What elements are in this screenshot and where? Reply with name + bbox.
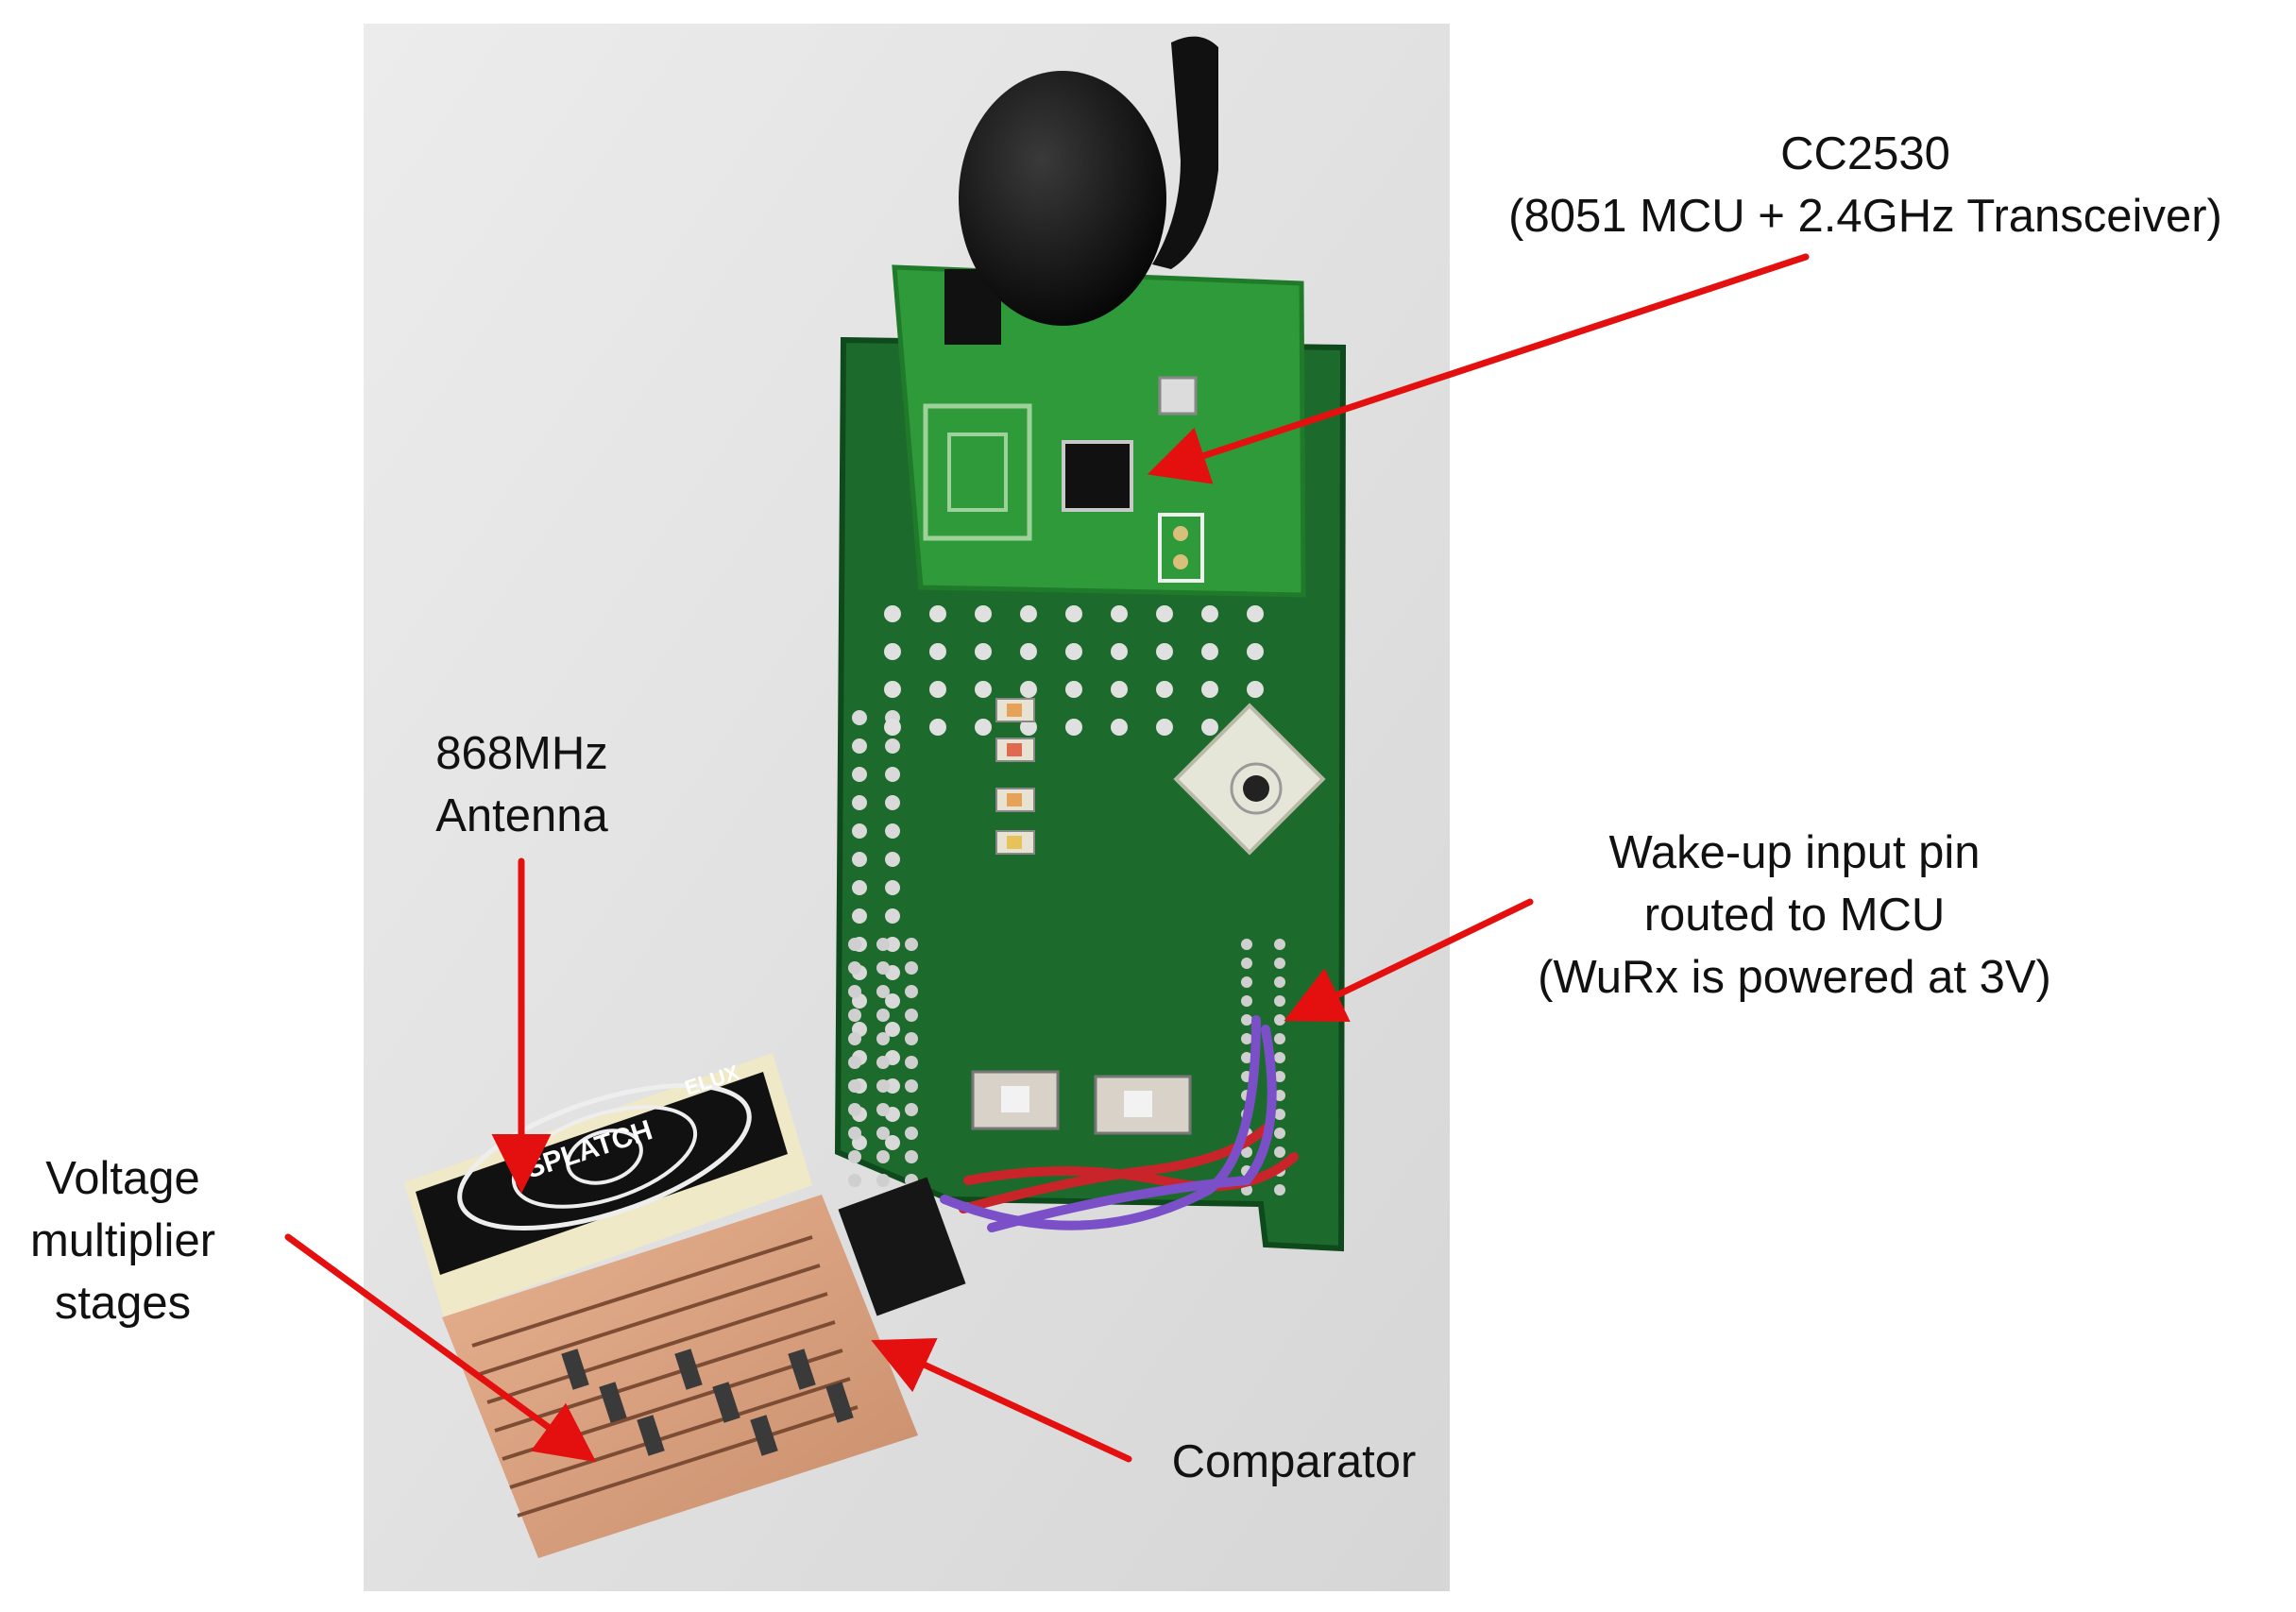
annotation-arrows [284,253,1810,1463]
cc2530-module [892,264,1306,598]
label-comparator-line1: Comparator [1171,1436,1417,1487]
slide-switches [971,1070,1192,1135]
label-wakeup-line3: (WuRx is powered at 3V) [1538,952,2051,1003]
label-voltage-line2: multiplier [29,1215,216,1266]
label-voltage-line3: stages [54,1278,192,1329]
label-voltage-line1: Voltage [45,1153,200,1204]
label-antenna: 868MHz Antenna [378,722,666,847]
led-column [995,698,1035,855]
label-cc2530: CC2530 (8051 MCU + 2.4GHz Transceiver) [1469,123,2262,247]
arrow-cc2530 [1147,253,1810,484]
antenna-pcb: SPLATCH ELUX [404,1053,812,1317]
wurx-copper-pcb [442,1195,918,1558]
label-antenna-line2: Antenna [435,790,608,841]
label-cc2530-line1: CC2530 [1780,128,1950,179]
black-antenna-knob [959,36,1218,326]
arrow-comparator [871,1337,1132,1463]
label-voltage-multiplier: Voltage multiplier stages [0,1147,246,1334]
label-wakeup-line2: routed to MCU [1643,890,1946,941]
arrow-wakeup [1284,898,1534,1023]
label-cc2530-line2: (8051 MCU + 2.4GHz Transceiver) [1508,191,2222,242]
label-wakeup: Wake-up input pin routed to MCU (WuRx is… [1492,822,2097,1009]
arrow-voltage [284,1233,597,1463]
jumper-wires [940,1015,1299,1232]
label-comparator: Comparator [1133,1431,1454,1493]
pin-headers [848,605,1285,1196]
joystick [1173,703,1326,856]
label-wakeup-line1: Wake-up input pin [1608,827,1981,878]
label-antenna-line1: 868MHz [435,728,608,779]
wire-connector [838,1177,966,1316]
